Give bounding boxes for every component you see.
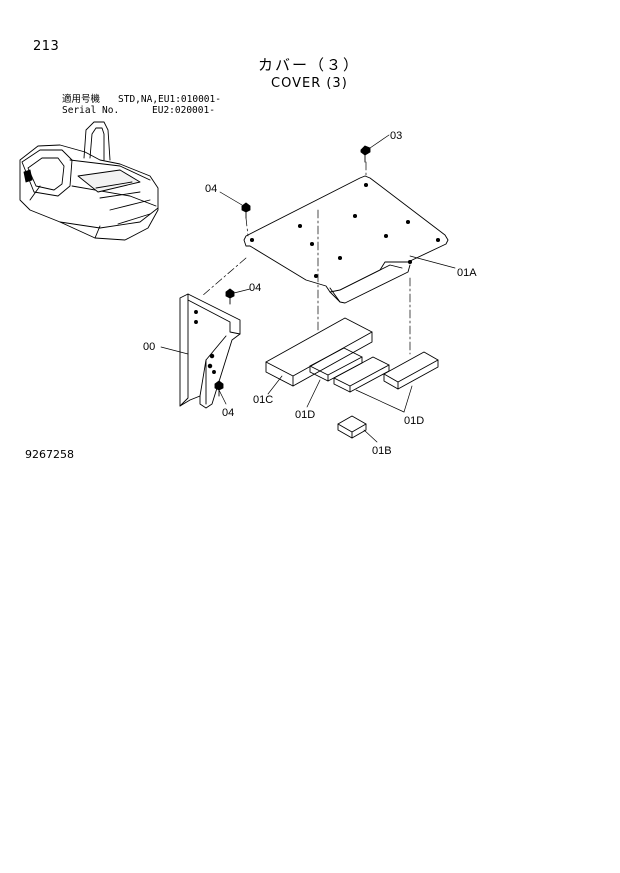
bolt-04-bottom [214,380,224,397]
bracket-00 [179,293,241,409]
serial-range-1: STD,NA,EU1:010001- [118,94,221,105]
serial-label-jp: 適用号機 [62,94,101,105]
pad-01D-middle [333,356,390,393]
callout-04-bottom: 04 [222,407,234,419]
drawing-number: 9267258 [25,448,74,461]
excavator-thumbnail [19,121,159,241]
bolt-04-top [241,202,251,219]
block-01B [337,415,367,439]
callout-01B: 01B [372,445,392,457]
serial-label-en: Serial No. [62,105,120,116]
callout-01C: 01C [253,394,273,406]
callout-01D-left: 01D [295,409,315,421]
pad-01C [265,317,373,387]
floor-plate-01A [243,175,449,304]
pad-01D-left [309,347,363,382]
callout-04-mid: 04 [249,282,261,294]
bolt-04-mid [225,288,235,305]
leader-lines [160,134,456,443]
title-japanese: カバー（３） [258,56,361,74]
bolt-03 [360,145,371,163]
callouts: 03 04 01A 04 00 04 01C 01D 01D 01B [143,130,477,457]
page-number: 213 [33,39,60,54]
title-english: COVER (3) [271,76,348,91]
serial-range-2: EU2:020001- [152,105,215,116]
callout-03: 03 [390,130,402,142]
callout-01D-right: 01D [404,415,424,427]
callout-04-top: 04 [205,183,217,195]
callout-00: 00 [143,341,155,353]
pad-01D-right [383,351,439,390]
callout-01A: 01A [457,267,477,279]
assembly-guide-lines [201,161,411,355]
